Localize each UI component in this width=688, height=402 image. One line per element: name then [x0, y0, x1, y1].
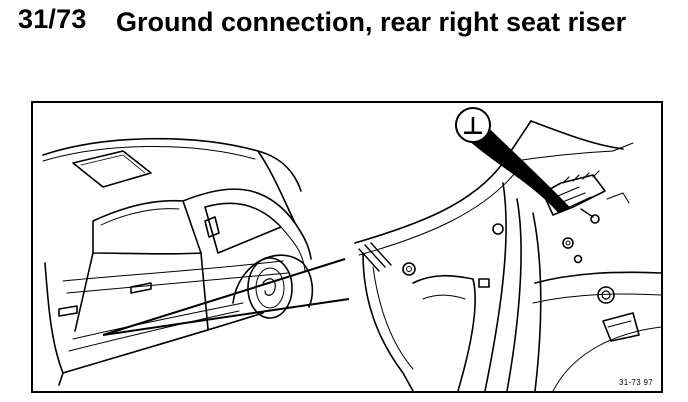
reference-code: 31-73 97: [619, 378, 653, 387]
diagram-svg: ⊥: [42, 107, 661, 391]
pointer-wedge: [460, 120, 570, 214]
car-illustration: [42, 137, 314, 386]
ground-symbol-label: ⊥: [462, 112, 484, 140]
page-title: Ground connection, rear right seat riser: [116, 7, 627, 37]
diagram-frame: ⊥ 31-73 97: [31, 101, 663, 393]
section-number: 31/73: [18, 4, 87, 34]
callout-lines: [102, 258, 350, 336]
ground-symbol-icon: ⊥: [455, 107, 491, 143]
